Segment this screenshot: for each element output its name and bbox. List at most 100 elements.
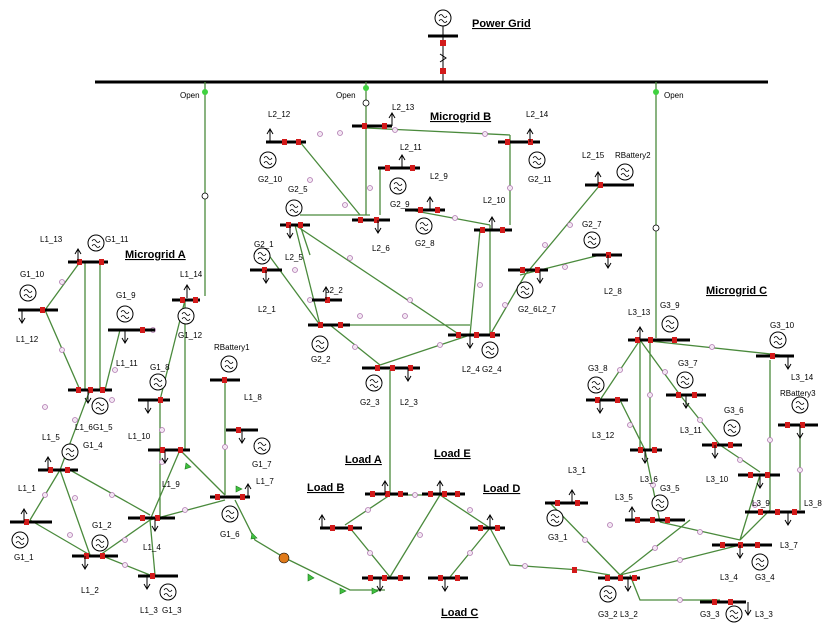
label-G1_6: G1_6 [220,530,240,539]
label-G2_6: G2_6 [518,305,538,314]
label-L3_1: L3_1 [568,466,586,475]
label-G2_3: G2_3 [360,398,380,407]
label-L3_10: L3_10 [706,475,729,484]
load-e-title: Load E [434,448,471,460]
label-G2_2: G2_2 [311,355,331,364]
label-G3_2: G3_2 [598,610,618,619]
label-G3_1: G3_1 [548,533,568,542]
label-L3_6: L3_6 [640,475,658,484]
generator-icon [91,397,109,415]
label-G1_2: G1_2 [92,521,112,530]
generator-icon [725,605,743,623]
generator-icon [149,373,167,391]
label-G2_8: G2_8 [415,239,435,248]
label-L2_13: L2_13 [392,103,415,112]
generator-icon [311,335,329,353]
label-L2_7: L2_7 [538,305,556,314]
label-L3_14: L3_14 [791,373,814,382]
load-b-title: Load B [307,482,344,494]
label-RBattery3: RBattery3 [780,389,816,398]
label-RBattery2: RBattery2 [615,151,651,160]
label-L1_9: L1_9 [162,480,180,489]
transformer-icon [439,53,447,63]
label-L1_14: L1_14 [180,270,203,279]
generator-icon [481,341,499,359]
generator-icon [116,305,134,323]
power-grid-title: Power Grid [472,18,531,30]
label-L1_3: L1_3 [140,606,158,615]
label-G2_10: G2_10 [258,175,283,184]
battery-icon [616,163,634,181]
switch-a-indicator [202,89,208,95]
label-L1_4: L1_4 [143,543,161,552]
switch-b-open-icon [362,99,370,107]
generator-icon [769,331,787,349]
label-G2_7: G2_7 [582,220,602,229]
generator-icon [365,374,383,392]
label-G1_5: G1_5 [93,423,113,432]
label-L3_13: L3_13 [628,308,651,317]
switch-b-label: Open [336,91,356,100]
label-L2_2: L2_2 [325,286,343,295]
label-L1_6: L1_6 [75,423,93,432]
generator-icon [389,177,407,195]
power-grid-generator-icon [434,9,452,27]
generator-icon [61,443,79,461]
switch-a-open-icon [201,192,209,200]
generator-icon [221,505,239,523]
switch-c-open-icon [652,224,660,232]
load-d-title: Load D [483,483,520,495]
label-G1_11: G1_11 [105,235,129,244]
label-G1_1: G1_1 [14,553,34,562]
label-G2_11: G2_11 [528,175,552,184]
label-L2_3: L2_3 [400,398,418,407]
label-L3_5: L3_5 [615,493,633,502]
breaker [440,68,446,74]
label-L3_11: L3_11 [680,426,702,435]
label-L2_1: L2_1 [258,305,276,314]
label-L1_12: L1_12 [16,335,39,344]
breaker [440,40,446,46]
label-L2_10: L2_10 [483,196,506,205]
microgrid-c-title: Microgrid C [706,285,767,297]
generator-icon [676,371,694,389]
label-G1_3: G1_3 [162,606,182,615]
label-L3_4: L3_4 [720,573,738,582]
generator-icon [253,247,271,265]
element-labels: L1_13 G1_11 G1_10 L1_12 L1_14 G1_12 G1_9… [14,103,822,619]
label-L3_3: L3_3 [755,610,773,619]
switch-b-indicator [363,85,369,91]
label-L2_9: L2_9 [430,172,448,181]
label-G3_6: G3_6 [724,406,744,415]
label-G3_10: G3_10 [770,321,795,330]
label-G2_1: G2_1 [254,240,274,249]
label-G2_4: G2_4 [482,365,502,374]
label-L2_6: L2_6 [372,244,390,253]
flow-markers [42,127,803,603]
label-G3_7: G3_7 [678,359,698,368]
label-L1_2: L1_2 [81,586,99,595]
generator-icon [751,553,769,571]
label-G3_5: G3_5 [660,484,680,493]
generator-icon [415,217,433,235]
battery-icon [791,396,809,414]
label-L1_8: L1_8 [244,393,262,402]
switch-a-label: Open [180,91,200,100]
generator-icon [177,307,195,325]
label-L1_10: L1_10 [128,432,151,441]
label-L2_4: L2_4 [462,365,480,374]
label-L2_14: L2_14 [526,110,549,119]
label-L2_15: L2_15 [582,151,605,160]
label-G1_12: G1_12 [178,331,203,340]
battery-icon [220,355,238,373]
flow-direction-arrows [184,462,379,595]
generator-icon [253,437,271,455]
label-G3_9: G3_9 [660,301,680,310]
label-RBattery1: RBattery1 [214,343,250,352]
generator-icon [546,509,564,527]
label-G2_9: G2_9 [390,200,410,209]
generator-icon [516,281,534,299]
label-G1_8: G1_8 [150,363,170,372]
generator-icon [723,419,741,437]
